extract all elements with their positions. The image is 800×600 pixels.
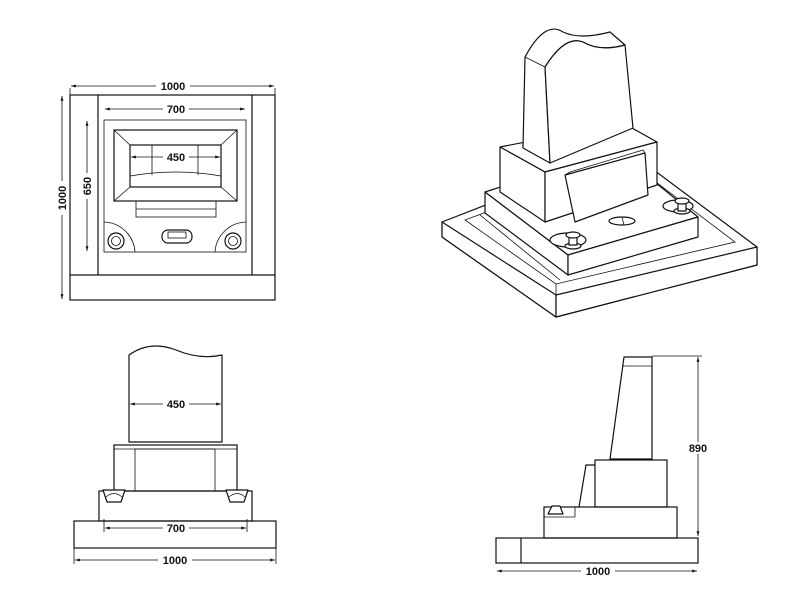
flower-vase-left	[102, 489, 126, 503]
flower-vase-right	[662, 197, 694, 215]
incense-holder	[608, 216, 636, 226]
flower-vase-right	[225, 489, 249, 503]
front-view: 450 700 1000	[73, 345, 277, 567]
plan-view: 1000 1000 700 650 450	[56, 80, 276, 301]
dim-outer-depth: 1000	[57, 186, 69, 210]
dim-stone-width-plan: 450	[167, 152, 185, 164]
dim-outer-width: 1000	[161, 81, 185, 93]
dim-inner-depth: 650	[82, 177, 94, 195]
dim-inner-width: 700	[167, 104, 185, 116]
dim-base-width-front: 1000	[163, 555, 187, 567]
isometric-view	[441, 28, 758, 318]
dim-height: 890	[689, 443, 707, 455]
flower-vase-right	[224, 232, 242, 250]
dim-base-depth: 1000	[586, 566, 610, 578]
incense-holder	[161, 229, 193, 244]
dim-stone-width-front: 450	[167, 399, 185, 411]
flower-vase-left	[549, 231, 587, 250]
dim-platform-width: 700	[167, 523, 185, 535]
flower-vase-left	[107, 232, 125, 250]
side-view: 890 1000	[495, 355, 710, 578]
